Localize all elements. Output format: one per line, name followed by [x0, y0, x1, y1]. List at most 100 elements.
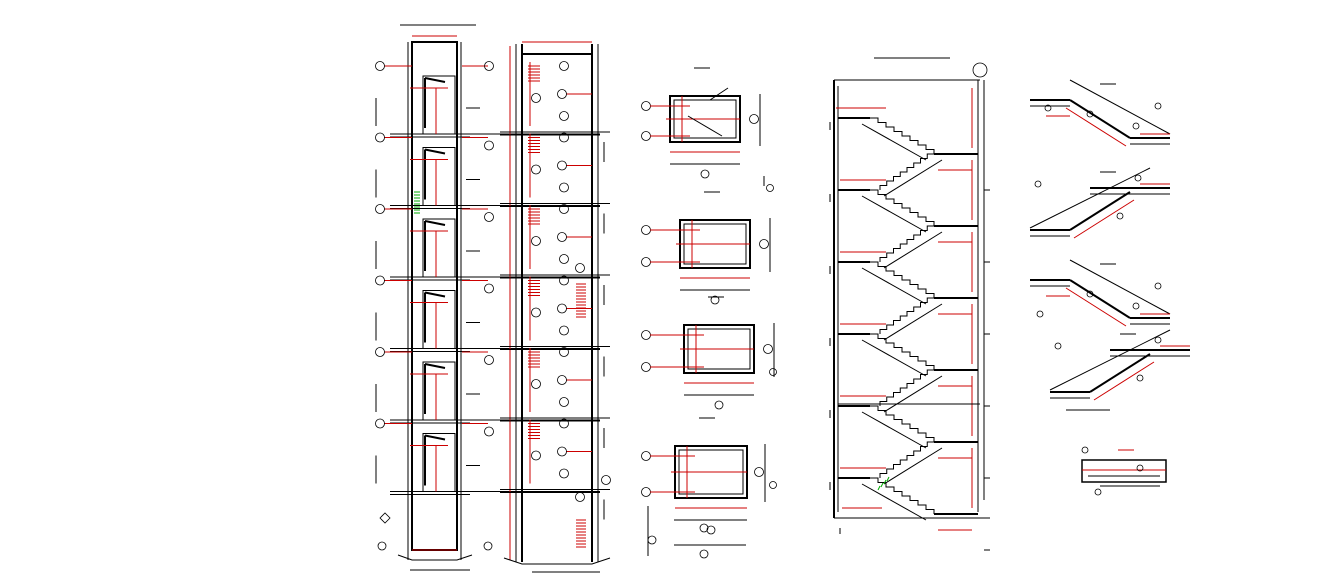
stair-flight-down: [870, 117, 935, 154]
column-outline: [411, 41, 458, 551]
grid-bubble: [1154, 336, 1162, 344]
rebar-mark: [886, 476, 890, 482]
grid-bubble: [766, 184, 774, 192]
opening-lintel: [424, 363, 446, 369]
grid-bubble: [710, 295, 720, 305]
grid-bubble: [557, 89, 567, 99]
opening-lintel: [424, 291, 446, 298]
grid-bubble: [375, 275, 385, 286]
leader-line: [1049, 329, 1171, 391]
staircase-section: [829, 57, 990, 551]
grid-bubble: [1154, 102, 1162, 110]
waist-slab: [861, 339, 927, 377]
stair-flight-down: [870, 405, 935, 442]
grid-bubble: [1154, 282, 1162, 290]
opening-lintel: [424, 434, 446, 441]
grid-bubble: [759, 239, 769, 249]
grid-bubble: [641, 487, 651, 497]
grid-bubble: [700, 169, 710, 179]
grid-bubble: [531, 450, 541, 461]
grid-bubble: [531, 236, 541, 246]
grid-bubble: [769, 481, 777, 489]
grid-bubble: [763, 344, 773, 354]
main-rebar: [1065, 107, 1127, 147]
grid-bubble: [375, 132, 385, 143]
rebar-mark: [883, 479, 887, 485]
stair-flight-return: [879, 297, 934, 334]
opening-rect: [422, 361, 456, 421]
grid-bubble: [557, 160, 567, 171]
grid-bubble: [1132, 122, 1140, 130]
grid-bubble: [575, 492, 585, 502]
grid-bubble: [484, 61, 494, 71]
grid-bubble: [641, 131, 651, 141]
grid-bubble: [1116, 212, 1124, 220]
opening-rect: [422, 218, 456, 278]
rebar-mark: [877, 485, 881, 491]
grid-bubble: [641, 101, 651, 111]
leader-arrow: [709, 87, 729, 101]
grid-bubble: [559, 418, 569, 429]
waist-slab: [883, 159, 943, 197]
grid-bubble: [1044, 104, 1052, 112]
grid-bubble: [575, 263, 585, 273]
grid-bubble: [484, 355, 494, 365]
landing-detail: [1081, 446, 1167, 496]
grid-bubble: [557, 303, 567, 314]
grid-bubble: [375, 418, 385, 429]
waist-slab: [861, 483, 927, 521]
grid-bubble: [699, 523, 709, 533]
main-rebar: [1065, 287, 1127, 327]
grid-bubble: [484, 212, 494, 222]
grid-bubble: [375, 204, 385, 214]
grid-bubble: [1081, 446, 1089, 454]
opening-rect: [422, 75, 456, 135]
waist-slab: [883, 447, 943, 485]
grid-bubble: [483, 541, 493, 551]
grid-bubble: [557, 375, 567, 385]
grid-bubble: [531, 164, 541, 175]
grid-bubble: [1054, 342, 1062, 350]
footing-outline: [397, 554, 473, 561]
grid-bubble: [375, 347, 385, 357]
main-rebar: [1073, 199, 1135, 239]
grid-bubble: [559, 347, 569, 357]
opening-lintel: [424, 148, 446, 155]
slab-section-details: [641, 67, 777, 559]
landing-outline: [1081, 459, 1167, 483]
grid-bubble: [531, 93, 541, 103]
waist-slab: [883, 375, 943, 413]
grid-bubble: [641, 362, 651, 372]
grid-bubble: [559, 182, 569, 193]
grid-bubble: [559, 111, 569, 121]
grid-bubble: [1132, 302, 1140, 310]
grid-bubble: [1086, 290, 1094, 298]
grid-bubble: [714, 400, 724, 410]
grid-bubble: [484, 140, 494, 151]
grid-bubble: [557, 232, 567, 242]
stair-reinforcement-details: [1029, 79, 1190, 411]
main-rebar: [1093, 361, 1155, 401]
waist-slab: [861, 123, 927, 161]
grid-bubble: [749, 114, 759, 124]
grid-bubble: [559, 325, 569, 336]
stair-flight-down: [870, 477, 935, 514]
opening-rect: [422, 147, 456, 206]
grid-bubble: [559, 254, 569, 264]
grid-bubble: [769, 368, 777, 376]
grid-bubble: [484, 426, 494, 437]
waist-slab: [861, 267, 927, 305]
grid-bubble: [601, 475, 611, 485]
grid-bubble: [484, 283, 494, 294]
grid-bubble: [754, 467, 764, 477]
grid-bubble-large: [972, 62, 988, 78]
grid-bubble: [1134, 174, 1142, 182]
opening-lintel: [424, 77, 446, 83]
grid-bubble: [641, 257, 651, 267]
grid-bubble: [375, 61, 385, 71]
inclined-slab: [1069, 279, 1131, 319]
opening-rect: [422, 290, 456, 349]
waist-slab: [883, 231, 943, 269]
grid-bubble: [531, 307, 541, 318]
